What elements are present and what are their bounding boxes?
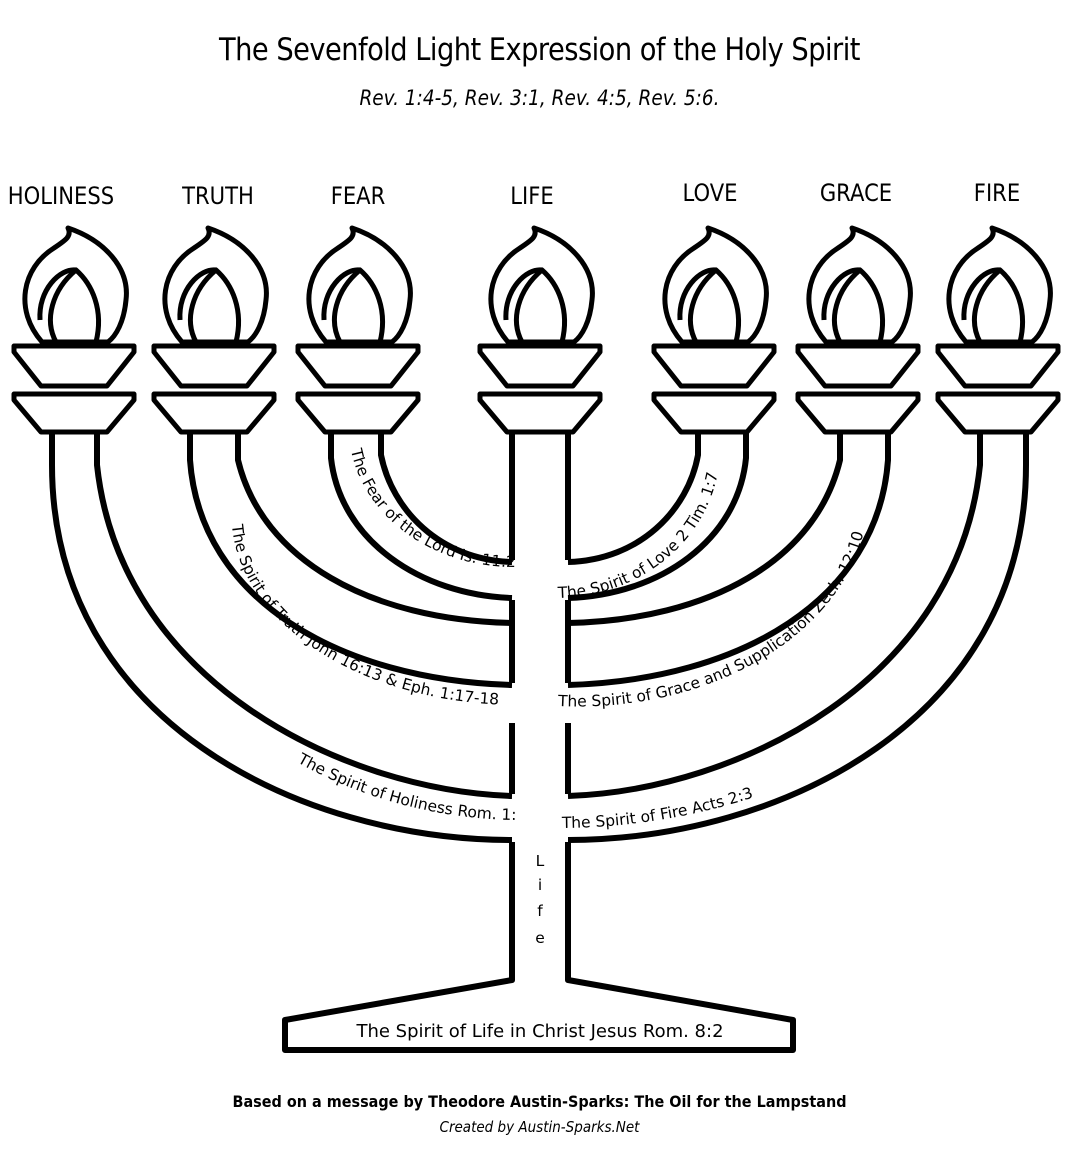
arm-fear: [328, 430, 513, 601]
verse-fire: The Spirit of Fire Acts 2:3: [561, 784, 755, 832]
stem-letter-i: i: [538, 876, 542, 894]
flame-holiness-icon: [22, 225, 129, 345]
cup-upper-love: [651, 343, 777, 389]
cup-upper-fire: [935, 343, 1061, 389]
cup-lower-grace: [795, 391, 921, 435]
arm-truth: [187, 430, 513, 688]
diagram-title: The Sevenfold Light Expression of the Ho…: [219, 32, 860, 68]
flame-fire-icon: [946, 225, 1053, 345]
stem-letter-f: f: [537, 902, 543, 920]
flame-truth-icon: [162, 225, 269, 345]
cup-lower-fear: [295, 391, 421, 435]
lamp-label-truth: TRUTH: [181, 183, 254, 211]
arm-grace: [567, 430, 843, 626]
cup-lower-holiness: [11, 391, 137, 435]
flame-life-icon: [488, 225, 595, 345]
base-verse: The Spirit of Life in Christ Jesus Rom. …: [355, 1021, 723, 1042]
cup-lower-life: [477, 391, 603, 435]
lamp-label-holiness: HOLINESS: [8, 183, 114, 211]
stem-letter-e: e: [535, 929, 545, 947]
cup-lower-love: [651, 391, 777, 435]
verse-fear: The Fear of the Lord Is. 11:2: [347, 446, 516, 571]
arm-love: [567, 430, 701, 565]
arm-fire: [567, 430, 983, 799]
cup-upper-holiness: [11, 343, 137, 389]
lamp-label-fear: FEAR: [331, 183, 386, 211]
diagram-subtitle: Rev. 1:4-5, Rev. 3:1, Rev. 4:5, Rev. 5:6…: [359, 86, 720, 110]
flame-grace-icon: [806, 225, 913, 345]
cup-upper-grace: [795, 343, 921, 389]
lamp-label-love: LOVE: [682, 180, 737, 208]
footer-created-by: Created by Austin-Sparks.Net: [439, 1118, 640, 1136]
lamp-label-grace: GRACE: [820, 180, 892, 208]
stem-letter-l: L: [536, 852, 545, 870]
cup-upper-fear: [295, 343, 421, 389]
lamp-label-fire: FIRE: [974, 180, 1020, 208]
footer-credit: Based on a message by Theodore Austin-Sp…: [232, 1092, 847, 1111]
cup-lower-fire: [935, 391, 1061, 435]
cup-upper-truth: [151, 343, 277, 389]
arm-holiness: [49, 430, 513, 843]
cup-upper-life: [477, 343, 603, 389]
cup-lower-truth: [151, 391, 277, 435]
flame-fear-icon: [306, 225, 413, 345]
lamp-label-life: LIFE: [510, 183, 553, 211]
flame-love-icon: [662, 225, 769, 345]
